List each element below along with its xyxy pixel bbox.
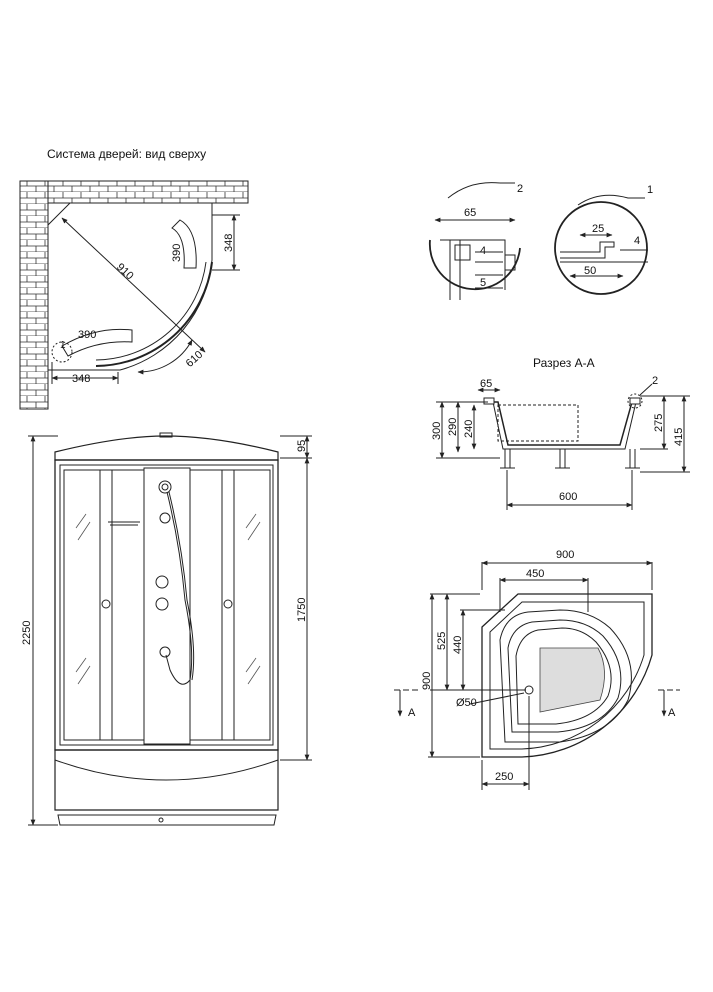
section-d240: 240 [463,420,475,438]
marker-1: 1 [60,340,66,351]
front-d2250: 2250 [21,621,33,645]
detail-1: 1 25 4 50 [554,184,653,295]
dim-348b: 348 [72,373,90,385]
top-view-title: Система дверей: вид сверху [47,147,206,161]
section-marker-2: 2 [652,375,658,387]
tray-d900-top: 900 [556,549,574,561]
section-d290: 290 [447,418,459,436]
detail-1-id: 1 [647,184,653,196]
cut-label-right: A [668,707,676,719]
section-title: Разрез А-А [533,356,595,370]
section-d275: 275 [653,414,665,432]
front-d95: 95 [296,440,308,452]
tray-d440: 440 [452,636,464,654]
top-view-doors: Система дверей: вид сверху 910 390 348 3… [19,147,249,410]
detail-2-id: 2 [517,183,523,195]
front-view-cabin: 2250 95 1750 [21,432,312,826]
detail-2-d65: 65 [464,207,476,219]
cut-label-left: A [408,707,416,719]
tray-d900-left: 900 [421,672,433,690]
section-a-a: Разрез А-А 65 300 290 240 275 415 2 [431,356,690,510]
section-d415: 415 [673,428,685,446]
tray-d525: 525 [436,632,448,650]
section-d600: 600 [559,491,577,503]
left-wall-brick [19,180,49,410]
tray-d250: 250 [495,771,513,783]
detail-2-d4: 4 [480,245,486,257]
dim-390a: 390 [171,244,183,262]
detail-1-d25: 25 [592,223,604,235]
tray-plan: 900 450 525 440 900 Ø50 250 A A [394,549,680,790]
detail-2-d5: 5 [480,277,486,289]
tray-d450: 450 [526,568,544,580]
detail-1-d50: 50 [584,265,596,277]
dim-610: 610 [184,349,206,370]
section-d65: 65 [480,378,492,390]
detail-1-d4: 4 [634,235,640,247]
section-d300: 300 [431,422,443,440]
detail-2: 2 65 4 5 [428,182,523,300]
dim-348a: 348 [223,234,235,252]
front-d1750: 1750 [296,598,308,622]
dim-390b: 390 [78,329,96,341]
tray-d50: Ø50 [456,697,477,709]
top-wall-brick [19,180,249,204]
dim-910: 910 [114,261,136,282]
